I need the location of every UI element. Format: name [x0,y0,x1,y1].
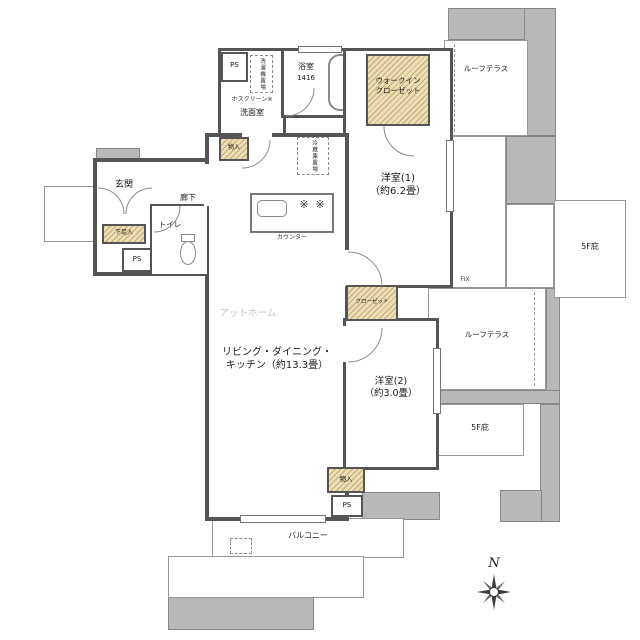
opening-ldk-to-bedroom1 [342,250,351,286]
washer-space [250,55,273,93]
neighbor-block-terrace-right [546,288,560,392]
balcony-door-window [240,515,326,523]
fridge-space [297,137,329,175]
terrace-top-step-dash [454,44,455,132]
below-balcony-strip [168,556,364,598]
toilet-room [150,204,209,276]
roof-terrace-mid-area [428,288,546,390]
storage-top-label: 物入 [227,144,240,151]
storage-bottom-label: 物入 [339,475,353,483]
ldk-room [205,133,349,521]
toilet-bowl-icon [180,241,196,265]
bedroom2-window [433,348,441,414]
bedroom1-label: 洋室(1) （約6.2畳） [370,173,426,197]
counter-label: カウンター [276,234,307,241]
eaves-right-area [554,200,626,298]
balcony-label: バルコニー [288,531,328,540]
washroom-label: 洗面室 [240,108,264,117]
right-mid-lower-area [506,204,554,288]
pipe-space-entry-label: PS [132,255,142,263]
entrance-label: 玄関 [114,180,133,190]
hallway-label: 廊下 [180,193,196,202]
roof-terrace-top-area [444,40,528,136]
walk-in-closet-label: ウォークイン クローゼット [375,76,421,95]
right-corridor-area [452,136,506,288]
pipe-space-entry [122,248,152,272]
bathroom-window [298,46,342,53]
eaves-bottom-area [436,404,524,456]
toilet-label: トイレ [158,220,182,229]
balcony-hatch-dash [230,538,252,554]
shoe-storage [102,224,146,244]
opening-hall-to-washroom [242,132,272,141]
neighbor-block-unit-bottom-stub [362,492,440,520]
walk-in-closet [366,54,430,126]
pipe-space-bottom-label: PS [342,501,352,509]
opening-ldk-to-bedroom2 [342,326,351,362]
washer-space-label: 洗濯機置場 [259,57,266,91]
neighbor-block-topright-b [524,8,556,136]
pipe-space-bottom [331,495,363,517]
neighbor-block-right-mid [506,136,556,204]
north-compass: N [470,556,518,614]
bedroom1-window [446,140,454,212]
watermark: アットホーム [219,308,277,319]
neighbor-block-bottomright-bar [540,404,560,522]
neighbor-block-terrace-bottom [428,390,560,404]
neighbor-block-bottomleft [168,596,314,630]
pipe-space-top [221,52,248,82]
north-arrow-icon [477,574,511,610]
north-label: N [488,556,500,571]
storage-bottom [327,467,365,493]
stove-burner-icon: ※ [315,198,325,211]
fix-window-label: FIX [460,276,470,283]
ldk-label: リビング・ダイニング・ キッチン（約13.3畳） [222,347,332,371]
stove-burner-icon: ※ [299,198,309,211]
bedroom2-label: 洋室(2) （約3.0畳） [364,376,418,400]
closet-label: クローゼット [355,299,389,305]
eaves-right-label: 5F庇 [581,242,599,251]
terrace-mid-step-dash [534,292,535,386]
roof-terrace-top-label: ルーフテラス [463,64,509,73]
bathroom-label: 浴室 [298,62,314,71]
opening-hall-to-ldk [204,164,211,206]
entrance-porch-area [44,186,94,242]
roof-terrace-mid-label: ルーフテラス [464,330,510,339]
shoe-storage-label: 下足入 [114,229,133,236]
eaves-bottom-label: 5F庇 [471,423,489,432]
kitchen-sink-icon [257,200,287,217]
fridge-space-label: 冷蔵庫置場 [311,139,318,173]
neighbor-block-bottomright-stub [500,490,542,522]
hoscreen-label: ホスクリーン※ [231,96,273,103]
bathroom-size-label: 1416 [297,74,315,82]
pipe-space-top-label: PS [230,61,239,69]
